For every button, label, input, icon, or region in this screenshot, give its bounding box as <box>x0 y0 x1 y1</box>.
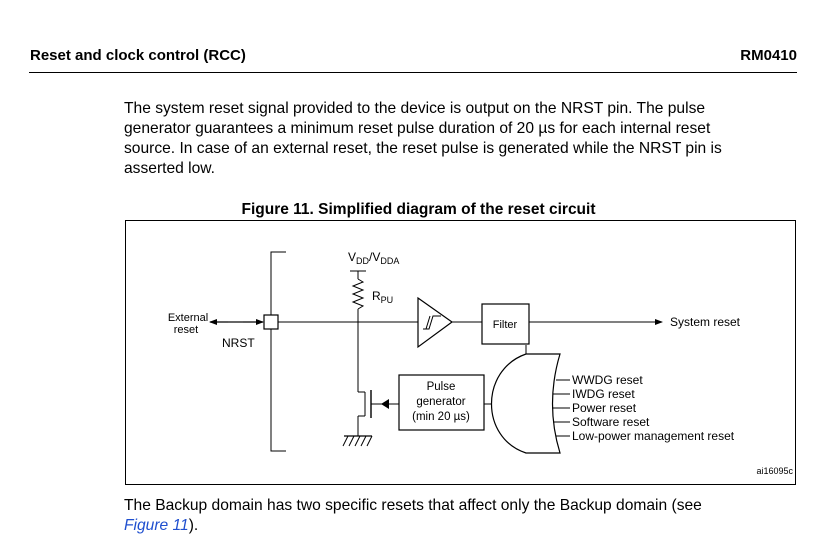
document-id: RM0410 <box>740 47 797 64</box>
supply-label: VDD/VDDA <box>348 250 399 266</box>
figure-title: Figure 11. Simplified diagram of the res… <box>241 201 596 218</box>
reset-source-label: WWDG reset <box>572 373 643 387</box>
paragraph-line: The system reset signal provided to the … <box>124 100 706 117</box>
backup-domain-paragraph: The Backup domain has two specific reset… <box>124 496 784 536</box>
nrst-label: NRST <box>222 336 255 350</box>
reset-source-label: IWDG reset <box>572 387 635 401</box>
paragraph-line: source. In case of an external reset, th… <box>124 140 722 157</box>
figure-link[interactable]: Figure 11 <box>124 517 189 534</box>
paragraph-line: Figure 11). <box>124 516 784 536</box>
filter-label: Filter <box>493 319 518 331</box>
system-reset-label: System reset <box>670 315 741 329</box>
pulse-generator-label: Pulse <box>427 381 456 393</box>
header-rule <box>29 72 797 73</box>
schmitt-trigger-icon <box>423 315 441 330</box>
nrst-pad <box>263 314 279 330</box>
external-reset-label: External <box>168 312 208 324</box>
filter-block <box>481 303 530 345</box>
paragraph-tail: ). <box>188 517 199 534</box>
reset-source-label: Power reset <box>572 401 637 415</box>
ground-icon <box>342 435 373 447</box>
pulse-generator <box>398 374 485 431</box>
figure-frame <box>125 220 796 485</box>
intro-paragraph: The system reset signal provided to the … <box>124 99 784 179</box>
pulse-generator-label: generator <box>416 396 465 408</box>
or-gate <box>491 353 561 454</box>
reset-source-label: Software reset <box>572 415 650 429</box>
pull-up-resistor <box>351 278 365 310</box>
paragraph-line: The Backup domain has two specific reset… <box>124 497 702 514</box>
section-title: Reset and clock control (RCC) <box>30 47 246 64</box>
rpu-label: RPU <box>372 289 393 305</box>
paragraph-line: generator guarantees a minimum reset pul… <box>124 120 711 137</box>
schmitt-buffer <box>417 296 454 349</box>
reset-source-label: Low-power management reset <box>572 429 735 443</box>
figure-id: ai16095c <box>756 466 793 476</box>
external-reset-label: reset <box>174 324 198 336</box>
pulse-generator-label: (min 20 µs) <box>412 411 470 423</box>
paragraph-line: asserted low. <box>124 160 216 177</box>
chip-boundary <box>270 251 286 452</box>
